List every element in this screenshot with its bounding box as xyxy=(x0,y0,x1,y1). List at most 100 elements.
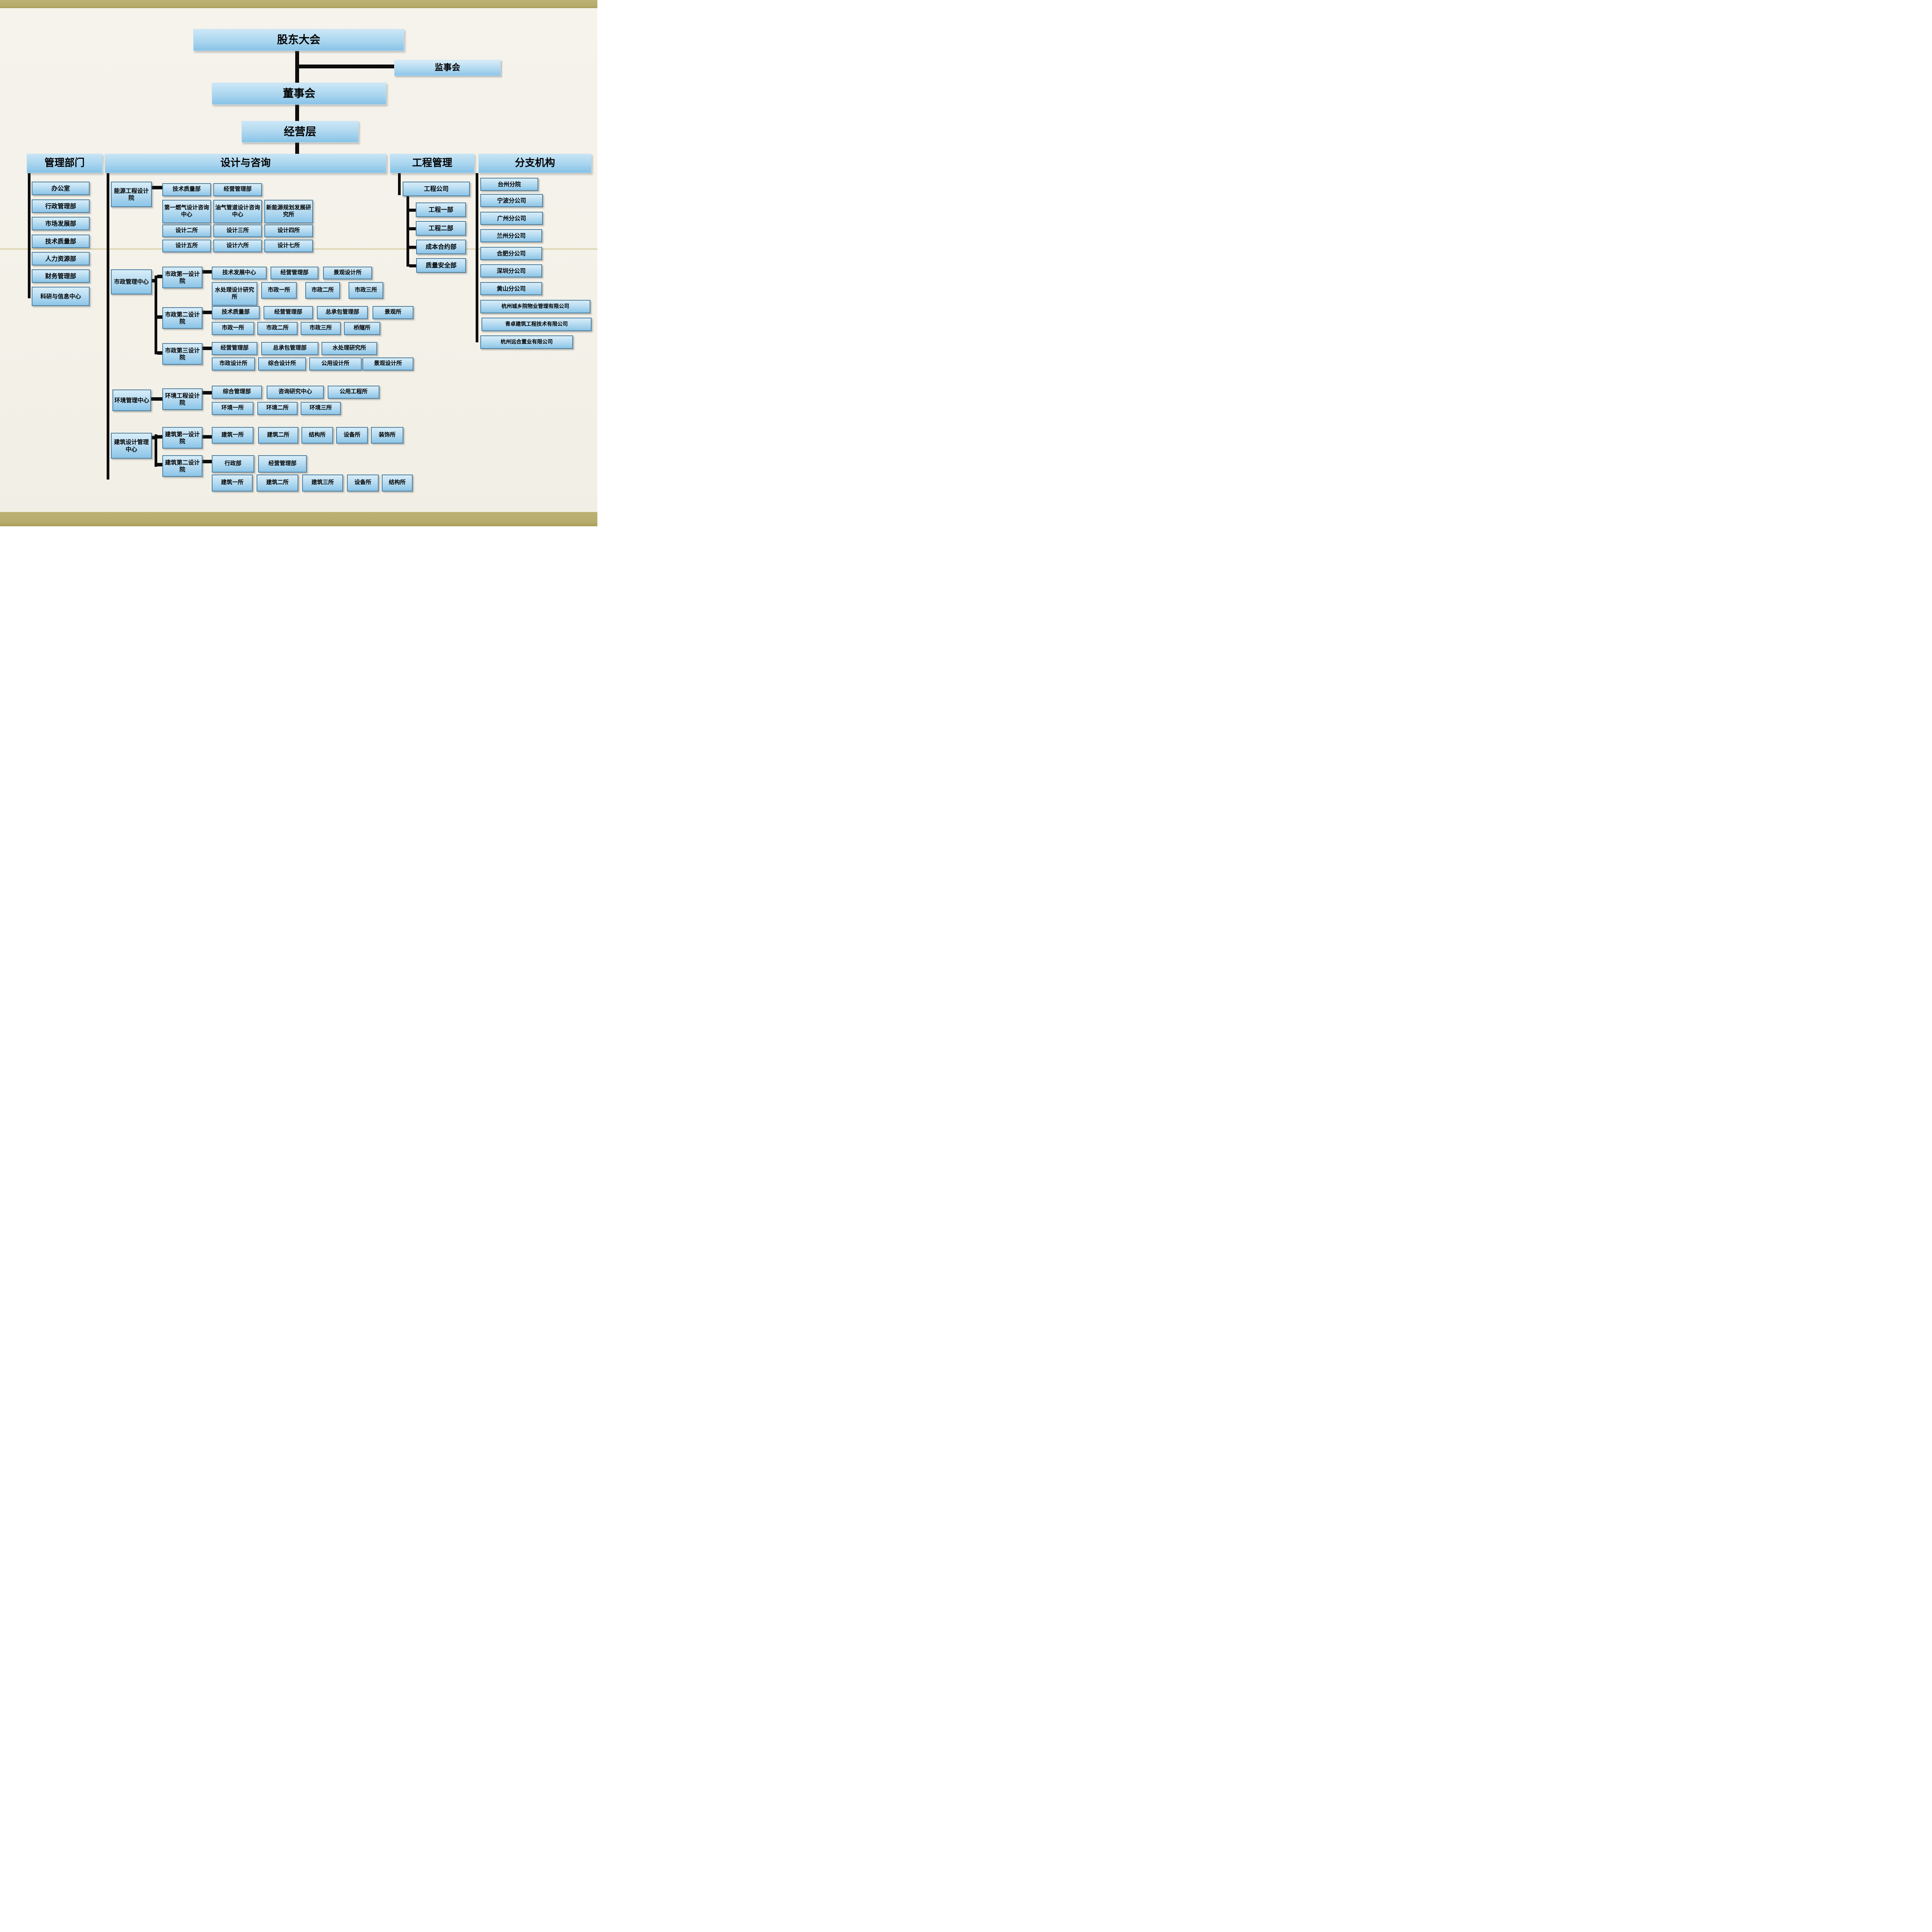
dept-market: 市场发展部 xyxy=(32,217,90,230)
branch-guangzhou: 广州分公司 xyxy=(480,212,543,225)
dept-office: 办公室 xyxy=(32,182,90,195)
institute-municipal-2: 市政第二设计院 xyxy=(162,307,202,329)
dept-cost-contract: 成本合约部 xyxy=(416,240,466,254)
connector-managementlayer-design xyxy=(295,142,299,155)
center-energy-institute: 能源工程设计院 xyxy=(111,182,152,207)
connector-stub xyxy=(157,435,162,439)
connector-stub xyxy=(202,311,212,314)
engineering-subspine xyxy=(406,195,409,267)
org-box: 技术质量部 xyxy=(162,183,211,196)
org-box: 水处理设计研究所 xyxy=(212,282,257,306)
connector-stub xyxy=(157,275,162,278)
org-box: 设备所 xyxy=(347,474,379,492)
org-box: 咨询研究中心 xyxy=(267,386,324,399)
connector-stub xyxy=(409,209,416,212)
org-box: 经营管理部 xyxy=(258,455,307,473)
org-box: 第一燃气设计咨询中心 xyxy=(162,200,211,223)
connector-stub xyxy=(202,391,212,395)
management-spine xyxy=(28,173,31,298)
org-box: 建筑二所 xyxy=(257,474,298,492)
connector-stub xyxy=(202,460,212,463)
node-board-of-directors: 董事会 xyxy=(212,83,386,105)
org-box: 设计二所 xyxy=(162,224,211,237)
connector-stub xyxy=(157,315,162,319)
org-box: 行政部 xyxy=(212,455,254,473)
engineering-spine xyxy=(398,173,401,195)
org-box: 建筑一所 xyxy=(212,474,253,492)
org-box: 环境三所 xyxy=(301,402,341,415)
branch-yuanhe-company: 杭州远合置业有限公司 xyxy=(480,335,573,349)
connector-architecture-subspine xyxy=(152,436,156,439)
org-box: 设计七所 xyxy=(264,240,313,252)
node-engineering-company: 工程公司 xyxy=(403,182,470,196)
connector-stub xyxy=(409,264,416,267)
section-header-design-consulting: 设计与咨询 xyxy=(105,154,386,173)
municipal-subspine xyxy=(155,276,157,354)
org-box: 设计五所 xyxy=(162,240,211,252)
connector-supervisory-branch xyxy=(297,65,395,68)
connector-stub xyxy=(202,435,212,439)
section-header-engineering: 工程管理 xyxy=(390,154,474,173)
org-box: 综合管理部 xyxy=(212,386,262,399)
org-box: 技术质量部 xyxy=(212,306,260,319)
connector-stub xyxy=(202,270,212,274)
center-architecture: 建筑设计管理中心 xyxy=(111,433,152,459)
dept-hr: 人力资源部 xyxy=(32,252,90,265)
org-box: 经营管理部 xyxy=(213,183,262,196)
org-box: 设备所 xyxy=(336,427,368,444)
bottom-gold-bar xyxy=(0,512,597,526)
architecture-subspine xyxy=(155,434,157,467)
top-gold-bar xyxy=(0,0,597,8)
branch-property-company: 杭州城乡院物业管理有限公司 xyxy=(480,300,590,313)
org-box: 市政设计所 xyxy=(212,357,255,371)
institute-architecture-1: 建筑第一设计院 xyxy=(162,427,202,449)
org-box: 装饰所 xyxy=(371,427,403,444)
org-box: 经营管理部 xyxy=(270,267,318,279)
branch-shenzhen: 深圳分公司 xyxy=(480,264,542,277)
org-box: 总承包管理部 xyxy=(261,342,318,355)
center-environment: 环境管理中心 xyxy=(112,389,151,411)
org-box: 设计三所 xyxy=(213,224,262,237)
org-box: 经营管理部 xyxy=(212,342,257,355)
dept-engineering-2: 工程二部 xyxy=(416,221,466,236)
section-header-management: 管理部门 xyxy=(27,154,102,173)
org-box: 技术发展中心 xyxy=(212,267,267,279)
institute-municipal-3: 市政第三设计院 xyxy=(162,343,202,365)
branch-huangshan: 黄山分公司 xyxy=(480,282,542,295)
org-box: 市政二所 xyxy=(305,282,340,299)
org-box: 景观设计所 xyxy=(362,357,413,371)
branch-qingzhuo-company: 青卓建筑工程技术有限公司 xyxy=(481,318,592,331)
institute-municipal-1: 市政第一设计院 xyxy=(162,267,202,288)
branches-spine xyxy=(476,173,478,342)
org-box: 建筑三所 xyxy=(302,474,343,492)
dept-tech-quality: 技术质量部 xyxy=(32,235,90,248)
org-box: 市政三所 xyxy=(349,282,383,299)
org-box: 建筑二所 xyxy=(258,427,298,444)
org-box: 设计四所 xyxy=(264,224,313,237)
org-box: 经营管理部 xyxy=(264,306,313,319)
node-management-layer: 经营层 xyxy=(242,121,359,143)
org-box: 环境二所 xyxy=(257,402,298,415)
institute-architecture-2: 建筑第二设计院 xyxy=(162,455,202,477)
connector-stub xyxy=(409,227,416,230)
connector-environment-inst xyxy=(151,397,162,401)
org-box: 结构所 xyxy=(301,427,333,444)
branch-ningbo: 宁波分公司 xyxy=(480,194,543,207)
org-box: 建筑一所 xyxy=(212,427,253,444)
org-box: 设计六所 xyxy=(213,240,262,252)
org-box: 环境一所 xyxy=(212,402,253,415)
connector-stub xyxy=(157,351,162,355)
org-box: 总承包管理部 xyxy=(317,306,368,319)
connector-board-managementlayer xyxy=(295,104,299,122)
node-supervisory-board: 监事会 xyxy=(394,60,501,76)
org-box: 结构所 xyxy=(382,474,413,492)
org-box: 市政三所 xyxy=(301,322,341,335)
connector-municipal-subspine xyxy=(152,279,156,282)
org-box: 市政一所 xyxy=(212,322,254,335)
dept-quality-safety: 质量安全部 xyxy=(416,258,466,273)
design-spine xyxy=(107,173,109,480)
org-box: 水处理研究所 xyxy=(321,342,377,355)
dept-research-info-center: 科研与信息中心 xyxy=(32,287,90,306)
org-box: 综合设计所 xyxy=(258,357,306,371)
org-box: 公用工程所 xyxy=(328,386,379,399)
